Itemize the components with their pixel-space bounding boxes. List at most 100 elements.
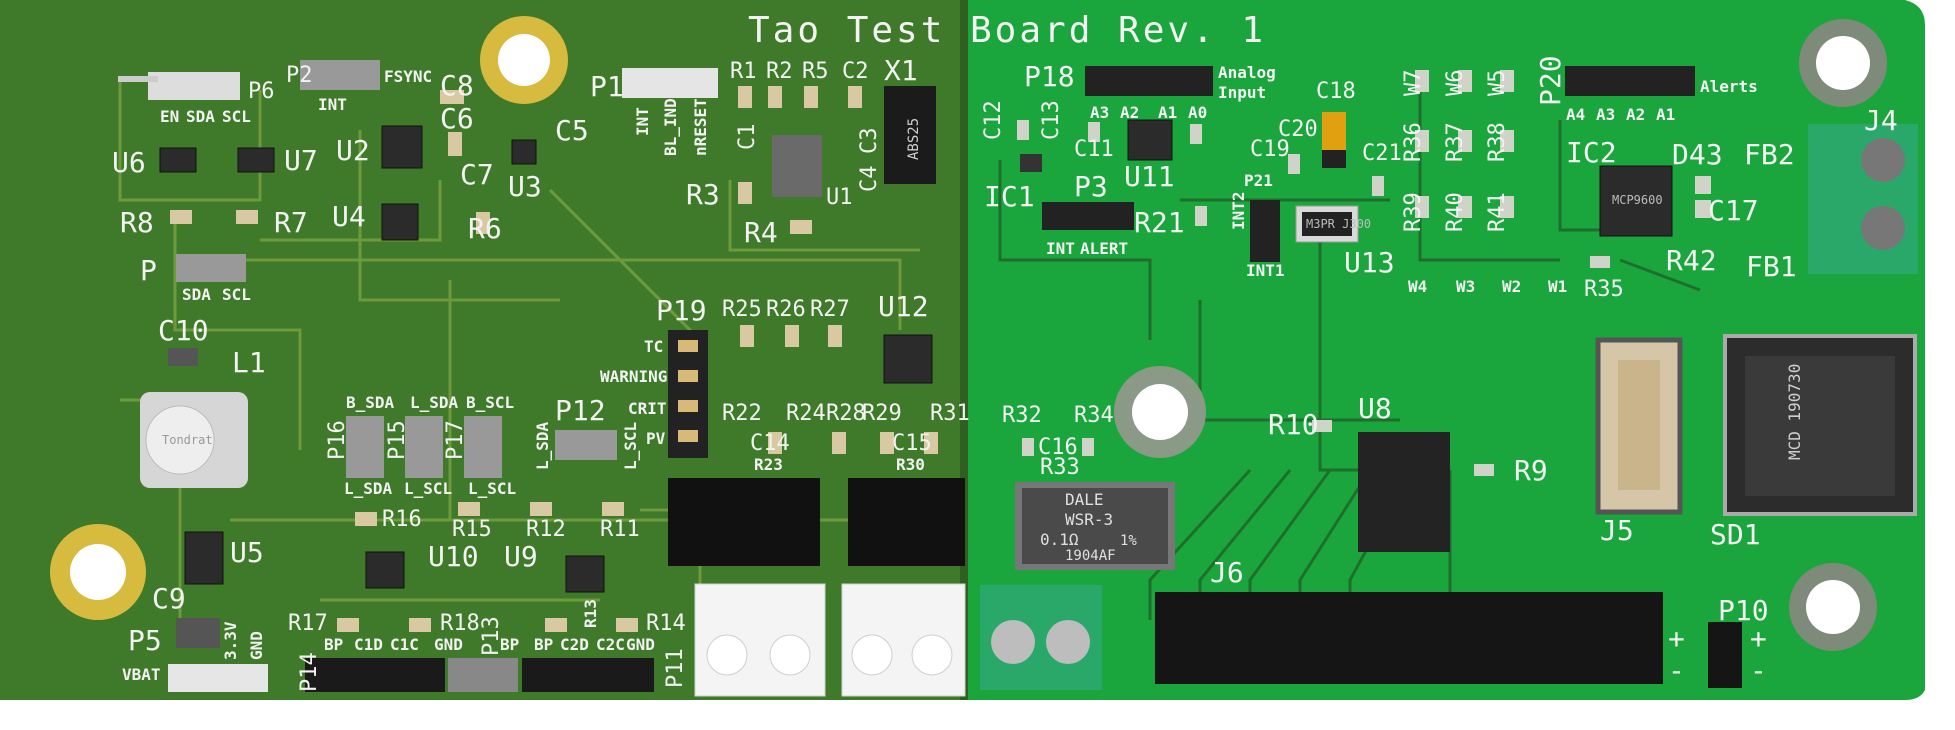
svg-text:Tondrat: Tondrat [162,433,213,447]
svg-text:C16: C16 [1038,435,1078,460]
svg-text:BP: BP [324,635,343,654]
svg-text:-: - [1750,654,1767,687]
svg-text:P6: P6 [248,79,275,104]
svg-text:WARNING: WARNING [600,367,667,386]
svg-text:IC2: IC2 [1566,136,1617,169]
svg-text:U9: U9 [504,540,538,573]
svg-text:C2C: C2C [596,635,625,654]
svg-text:+: + [1750,622,1767,655]
svg-text:L_SDA: L_SDA [533,421,552,470]
svg-text:L_SDA: L_SDA [410,393,459,412]
svg-text:BP: BP [534,635,553,654]
svg-text:SDA: SDA [182,285,211,304]
svg-text:BL_IND: BL_IND [661,98,680,156]
chip-u8 [1358,432,1450,552]
crystal-marking: ABS25 [906,118,922,160]
header-p2 [300,60,380,90]
header-p21 [1250,200,1280,262]
svg-text:A3: A3 [1090,103,1109,122]
svg-text:C10: C10 [158,314,209,347]
chip-ic2 [1599,165,1673,237]
svg-text:U3: U3 [508,170,542,203]
svg-text:R38: R38 [1485,122,1510,162]
svg-text:R10: R10 [1268,408,1319,441]
svg-text:C15: C15 [892,431,932,456]
svg-text:R17: R17 [288,611,328,636]
svg-text:VBAT: VBAT [122,665,161,684]
svg-text:P1: P1 [590,70,624,103]
svg-text:R33: R33 [1040,455,1080,480]
svg-text:R3: R3 [686,178,720,211]
svg-text:R41: R41 [1485,192,1510,232]
svg-text:C2D: C2D [560,635,589,654]
svg-text:R15: R15 [452,517,492,542]
svg-text:A1: A1 [1158,103,1177,122]
svg-text:SCL: SCL [222,285,251,304]
svg-text:U2: U2 [336,134,370,167]
svg-text:A1: A1 [1656,105,1675,124]
svg-text:U7: U7 [284,144,318,177]
chip-u1 [772,135,822,197]
board-title-left: Tao Test [748,10,945,51]
svg-text:R24: R24 [786,401,826,426]
svg-text:W5: W5 [1485,70,1510,97]
svg-text:B_SCL: B_SCL [466,393,514,412]
svg-text:C1D: C1D [354,635,383,654]
svg-text:W1: W1 [1548,277,1567,296]
chip-u5 [184,531,224,585]
svg-text:U1: U1 [826,185,853,210]
svg-text:U4: U4 [332,200,366,233]
header-p1 [622,68,718,98]
svg-text:R35: R35 [1584,277,1624,302]
svg-text:C12: C12 [981,100,1006,140]
mounting-holes [50,16,1887,651]
svg-text:BP: BP [500,635,519,654]
jumper-p16 [346,416,384,478]
header-p3 [1042,202,1134,230]
svg-text:D43: D43 [1672,138,1723,171]
svg-text:Alerts: Alerts [1700,77,1758,96]
svg-text:P16: P16 [325,420,350,460]
svg-text:SDA: SDA [186,107,215,126]
svg-text:MCD 190730: MCD 190730 [1785,364,1804,460]
svg-text:R8: R8 [120,206,154,239]
svg-text:R23: R23 [754,455,783,474]
svg-text:R37: R37 [1443,122,1468,162]
svg-text:C9: C9 [152,582,186,615]
svg-text:R28: R28 [826,401,866,426]
jumper-p12 [555,430,617,460]
svg-text:R31: R31 [930,401,970,426]
chip-u4 [381,203,419,241]
chip-u11 [1127,119,1173,161]
svg-text:C17: C17 [1708,194,1759,227]
svg-text:J4: J4 [1864,104,1898,137]
svg-text:C13: C13 [1039,100,1064,140]
left-components: ABS25 Tondrat [118,60,966,697]
svg-text:Analog: Analog [1218,63,1276,82]
svg-text:CRIT: CRIT [628,399,667,418]
svg-text:U10: U10 [428,540,479,573]
svg-text:ALERT: ALERT [1080,239,1128,258]
svg-text:0.1Ω: 0.1Ω [1040,530,1079,549]
svg-text:R40: R40 [1443,192,1468,232]
svg-text:R5: R5 [802,59,829,84]
chip-u9 [565,555,605,593]
svg-text:R11: R11 [600,517,640,542]
svg-text:INT: INT [318,95,347,114]
svg-text:GND: GND [434,635,463,654]
svg-text:1%: 1% [1120,533,1137,549]
svg-text:P21: P21 [1244,171,1273,190]
svg-text:X1: X1 [884,54,918,87]
jumper-p [176,254,246,282]
svg-text:U6: U6 [112,146,146,179]
svg-text:C1C: C1C [390,635,419,654]
svg-text:FB2: FB2 [1744,138,1795,171]
svg-text:C6: C6 [440,102,474,135]
chip-u7 [237,147,275,173]
svg-text:R13: R13 [581,599,600,628]
svg-text:W7: W7 [1401,70,1426,97]
svg-text:R30: R30 [896,455,925,474]
svg-text:W2: W2 [1502,277,1521,296]
svg-text:W6: W6 [1443,70,1468,97]
